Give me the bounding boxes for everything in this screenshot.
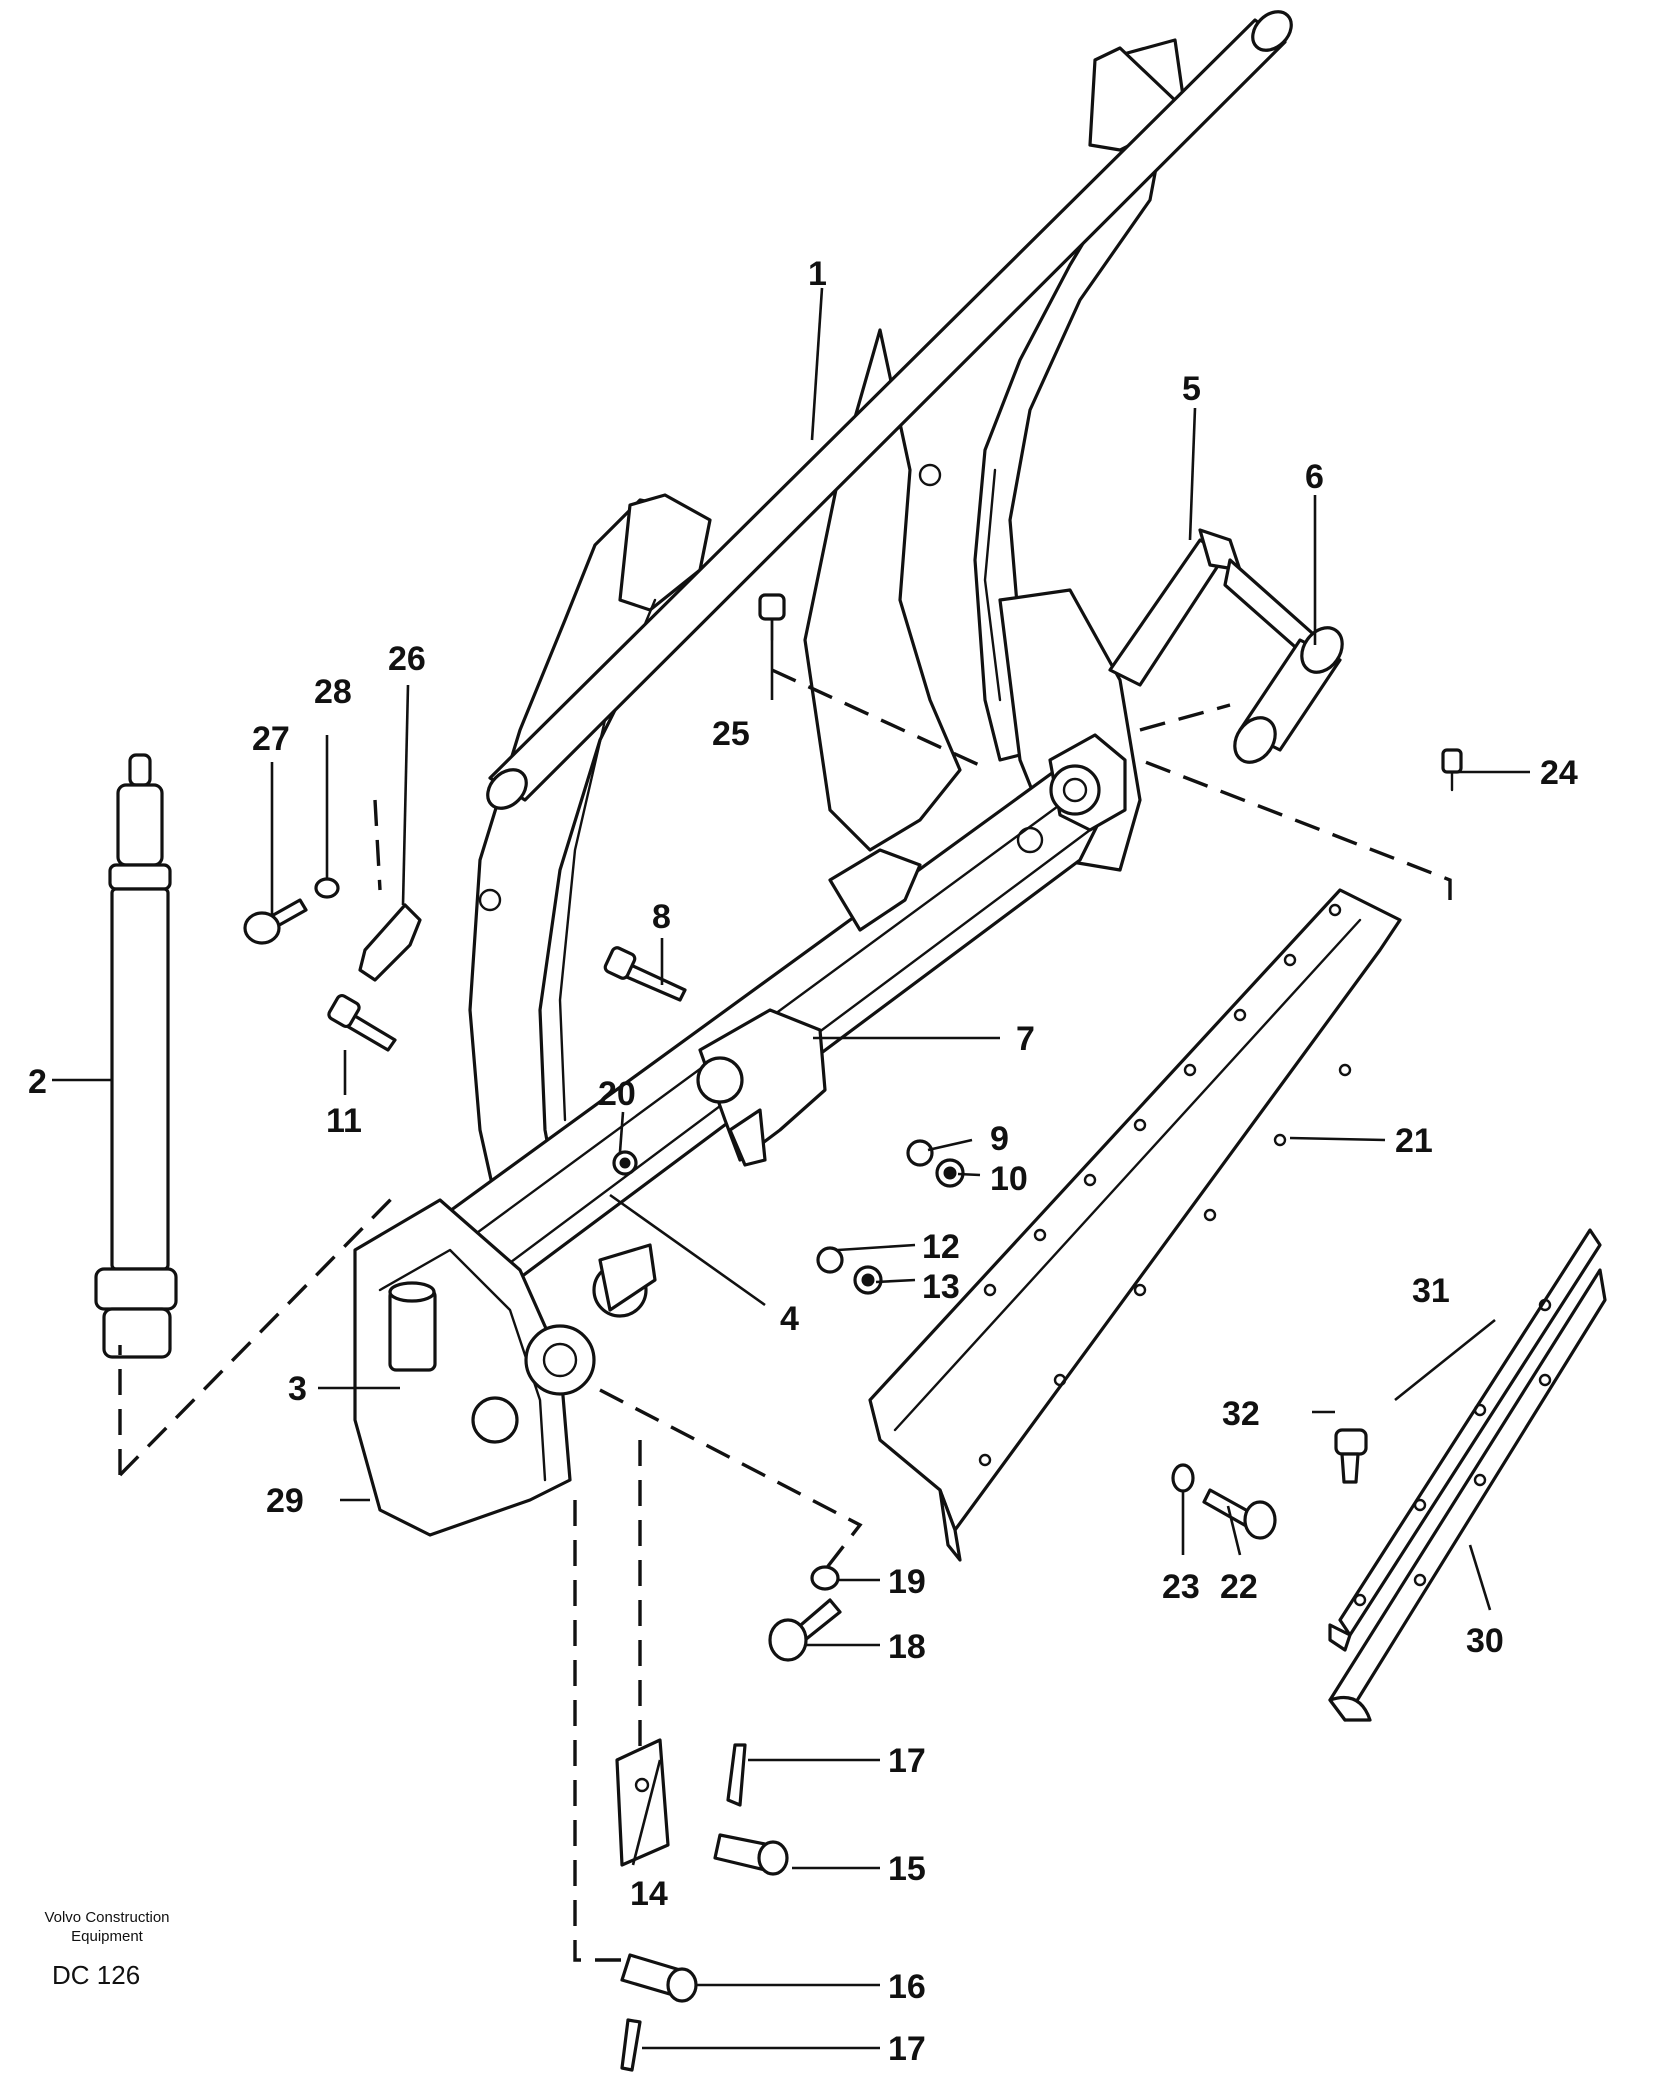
callout-9: 9 <box>990 1120 1009 1158</box>
callout-2: 2 <box>28 1063 47 1101</box>
bolt-32 <box>1334 1428 1368 1484</box>
callout-10: 10 <box>990 1160 1028 1198</box>
washer-19 <box>810 1565 840 1591</box>
spring-pin-17-lower <box>620 2018 642 2072</box>
bracket-26 <box>358 903 422 982</box>
callout-24: 24 <box>1540 754 1578 792</box>
strip-assembly-30-31 <box>1328 1228 1607 1722</box>
callout-30: 30 <box>1466 1622 1504 1660</box>
callout-27: 27 <box>252 720 290 758</box>
callout-1: 1 <box>808 255 827 293</box>
callout-14: 14 <box>630 1875 668 1913</box>
pin-15 <box>713 1833 789 1876</box>
washer-9 <box>906 1139 934 1167</box>
callout-32: 32 <box>1222 1395 1260 1433</box>
callout-17-lower: 17 <box>888 2030 926 2068</box>
callout-6: 6 <box>1305 458 1324 496</box>
callout-16: 16 <box>888 1968 926 2006</box>
hardware-parts <box>243 593 1463 2072</box>
brand-label: Volvo Construction Equipment <box>22 1908 192 1946</box>
callout-23: 23 <box>1162 1568 1200 1606</box>
pin-16 <box>620 1953 698 2003</box>
clamp-7 <box>696 1008 827 1167</box>
bolt-11 <box>327 993 397 1052</box>
callout-4: 4 <box>780 1300 799 1338</box>
assembly-lines <box>118 668 1452 1962</box>
washer-23 <box>1171 1463 1195 1493</box>
callout-28: 28 <box>314 673 352 711</box>
diagram-code: DC 126 <box>52 1960 141 1990</box>
callout-22: 22 <box>1220 1568 1258 1606</box>
callout-26: 26 <box>388 640 426 678</box>
callout-17-upper: 17 <box>888 1742 926 1780</box>
callout-3: 3 <box>288 1370 307 1408</box>
callout-18: 18 <box>888 1628 926 1666</box>
bolt-18 <box>768 1598 842 1662</box>
main-frame <box>353 10 1293 1537</box>
callout-25: 25 <box>712 715 750 753</box>
bolt-27 <box>243 898 308 945</box>
callout-15: 15 <box>888 1850 926 1888</box>
callout-20: 20 <box>598 1075 636 1113</box>
callout-19: 19 <box>888 1563 926 1601</box>
washer-28 <box>314 877 340 899</box>
spring-pin-17-upper <box>726 1743 747 1807</box>
cylinder-5-6 <box>1108 528 1344 764</box>
callout-29: 29 <box>266 1482 304 1520</box>
callout-5: 5 <box>1182 370 1201 408</box>
callout-labels: 1 2 3 4 5 6 7 8 9 10 11 12 13 14 15 16 1… <box>28 255 1578 2068</box>
bolt-22 <box>1202 1488 1277 1540</box>
leader-lines <box>52 287 1530 2050</box>
callout-13: 13 <box>922 1268 960 1306</box>
callout-21: 21 <box>1395 1122 1433 1160</box>
callout-31: 31 <box>1412 1272 1450 1310</box>
brand-line-2: Equipment <box>71 1928 143 1945</box>
callout-11: 11 <box>326 1102 362 1140</box>
plate-14 <box>615 1738 670 1867</box>
brand-line-1: Volvo Construction <box>44 1909 170 1926</box>
cutting-edge-21 <box>868 888 1402 1562</box>
callout-12: 12 <box>922 1228 960 1266</box>
washer-12 <box>816 1246 844 1274</box>
bolt-8 <box>603 946 687 1002</box>
callout-7: 7 <box>1016 1020 1035 1058</box>
vertical-shaft-2 <box>94 753 178 1359</box>
grease-nipple-24 <box>1441 748 1463 792</box>
callout-8: 8 <box>652 898 671 936</box>
